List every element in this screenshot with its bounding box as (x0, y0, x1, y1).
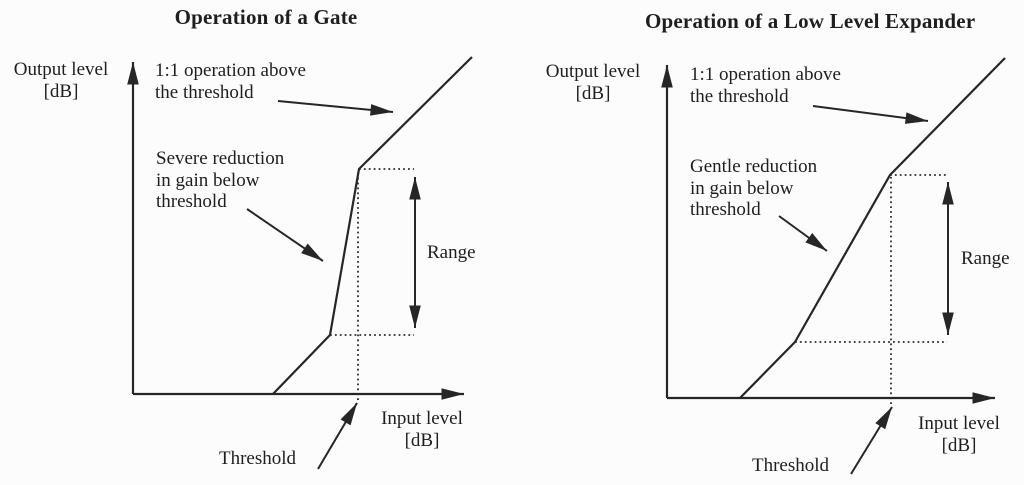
gate-x-axis-label-line2: [dB] (404, 429, 440, 451)
expander-transfer-curve (739, 57, 1006, 399)
expander-y-axis-label: Output level [dB] (534, 61, 652, 104)
gate-unity-annotation-line1: 1:1 operation above (155, 60, 306, 81)
gate-reduction-annotation-line2: in gain below (156, 169, 260, 191)
gate-reduction-annotation: Severe reduction in gain below threshold (156, 148, 284, 213)
expander-range-label: Range (961, 248, 1010, 269)
gate-range-label: Range (427, 242, 476, 263)
expander-x-axis-label-line2: [dB] (941, 434, 977, 456)
expander-x-axis-label-line1: Input level (918, 413, 1000, 434)
gate-y-axis-label-line1: Output level (13, 59, 109, 80)
gate-unity-annotation: 1:1 operation above the threshold (155, 60, 306, 103)
gate-y-axis-label: Output level [dB] (2, 59, 120, 102)
gate-x-axis-label-line1: Input level (381, 408, 463, 429)
gate-unity-annotation-arrow (277, 100, 394, 116)
expander-unity-annotation-arrow (812, 105, 929, 124)
expander-x-axis-label: Input level [dB] (899, 413, 1019, 456)
expander-reduction-annotation-line1: Gentle reduction (690, 156, 818, 177)
gate-unity-annotation-line2: the threshold (155, 81, 254, 103)
expander-threshold-annotation-arrow (850, 406, 893, 475)
expander-unity-annotation-line2: the threshold (690, 85, 789, 107)
expander-threshold-label: Threshold (752, 455, 830, 476)
expander-y-axis-label-line2: [dB] (575, 82, 611, 104)
expander-reduction-annotation: Gentle reduction in gain below threshold (690, 156, 817, 221)
expander-unity-annotation: 1:1 operation above the threshold (690, 64, 841, 107)
gate-reduction-annotation-line3: threshold (156, 191, 227, 212)
gate-transfer-curve (272, 56, 473, 395)
gate-y-axis-label-line2: [dB] (43, 80, 79, 102)
expander-diagram-lines (661, 57, 1006, 475)
gate-reduction-annotation-arrow (246, 208, 324, 262)
gate-threshold-label: Threshold (219, 448, 297, 469)
expander-reduction-annotation-arrow (778, 215, 828, 252)
gate-threshold-annotation-arrow (317, 402, 358, 470)
expander-title: Operation of a Low Level Expander (645, 9, 976, 33)
expander-reduction-annotation-line3: threshold (690, 199, 761, 220)
gate-x-axis-label: Input level [dB] (362, 408, 482, 451)
expander-unity-annotation-line1: 1:1 operation above (690, 64, 841, 85)
gate-title: Operation of a Gate (174, 5, 358, 29)
expander-reduction-annotation-line2: in gain below (690, 177, 794, 199)
expander-y-axis-label-line1: Output level (545, 61, 641, 82)
gate-reduction-annotation-line1: Severe reduction (156, 148, 285, 169)
gate-diagram-lines (127, 56, 473, 470)
